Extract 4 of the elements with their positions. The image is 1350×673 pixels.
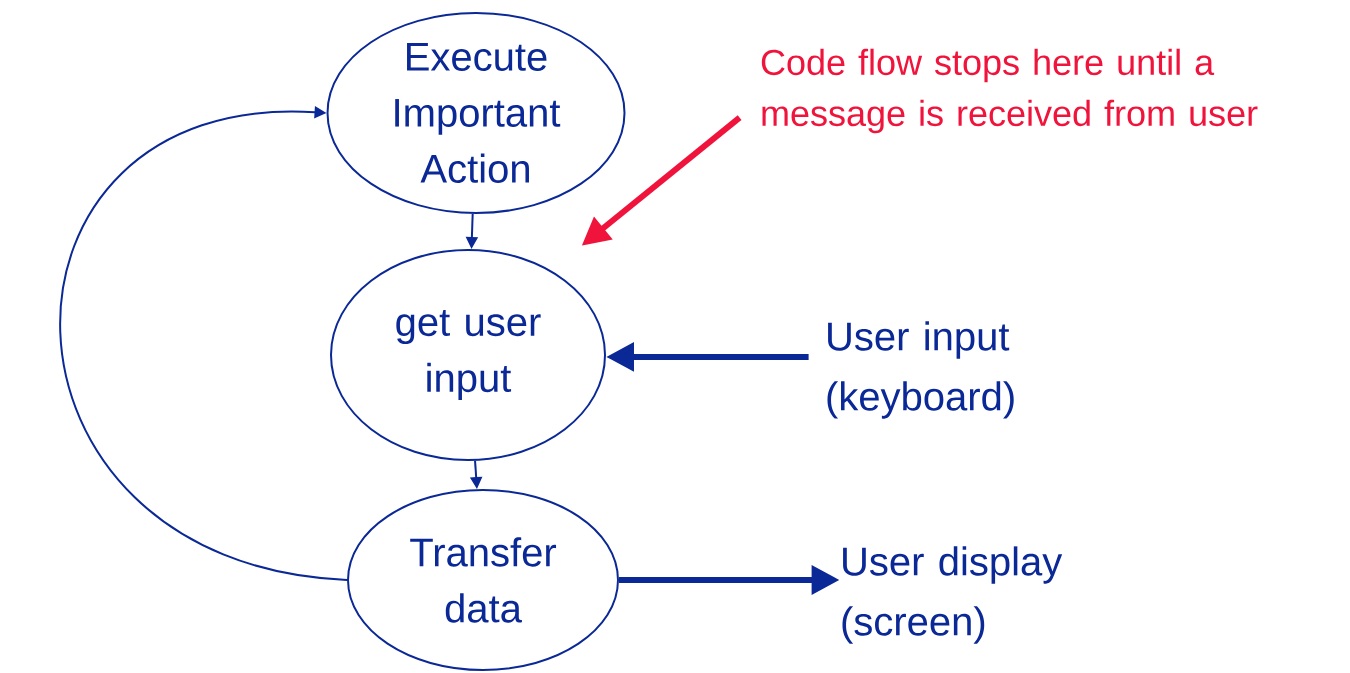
text-label: Code flow stops here until a message is received from user (761, 48, 1258, 134)
arrow (59, 105, 348, 581)
text-label: User input (keyboard) (827, 321, 1014, 419)
text-label: User display (screen) (842, 546, 1063, 644)
